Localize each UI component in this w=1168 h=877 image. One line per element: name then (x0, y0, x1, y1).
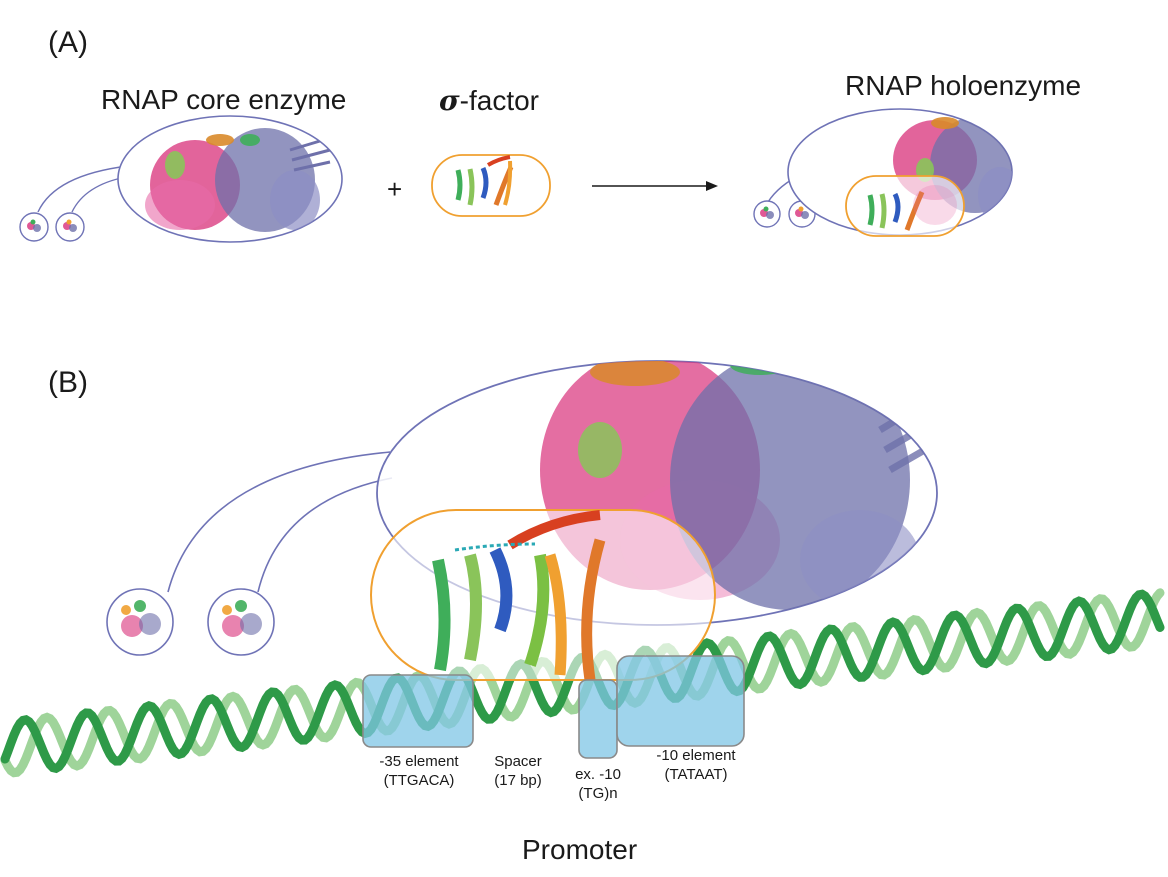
label-line: (TATAAT) (664, 766, 728, 783)
small-protein-circle (207, 588, 275, 656)
label-line: (17 bp) (494, 772, 542, 789)
holoenzyme-structure (787, 108, 1013, 237)
small-protein-circle (753, 200, 781, 228)
extended-minus10-label: ex. -10 (TG)n (565, 765, 631, 803)
tether-line (257, 477, 393, 593)
label-line: (TG)n (578, 785, 618, 802)
label-line: -10 element (656, 747, 736, 764)
label-line: ex. -10 (575, 766, 621, 783)
plus-sign: + (387, 174, 403, 204)
spacer-label: Spacer (17 bp) (480, 752, 556, 790)
tether-line (167, 451, 391, 593)
reaction-arrow (592, 181, 718, 191)
core-enzyme-title: RNAP core enzyme (101, 84, 347, 115)
minus35-element-box (362, 674, 474, 748)
sigma-factor-structure (431, 154, 551, 217)
small-protein-circle (55, 212, 85, 242)
minus10-element-box (616, 655, 745, 747)
label-line: Spacer (494, 753, 542, 770)
minus10-element-label: -10 element (TATAAT) (641, 746, 751, 784)
small-protein-circle (19, 212, 49, 242)
extended-minus10-box (578, 679, 618, 759)
label-line: -35 element (379, 753, 459, 770)
minus35-element-label: -35 element (TTGACA) (362, 752, 476, 790)
label-line: (TTGACA) (383, 772, 455, 789)
panel-a-label: (A) (48, 26, 88, 59)
tether-line (37, 165, 129, 213)
core-enzyme-structure (117, 115, 343, 243)
holoenzyme-title: RNAP holoenzyme (845, 70, 1082, 101)
small-protein-circle (106, 588, 174, 656)
sigma-symbol: σ (439, 84, 460, 117)
promoter-label: Promoter (522, 834, 638, 865)
sigma-factor-structure-large (370, 509, 716, 681)
sigma-suffix: -factor (459, 85, 540, 116)
panel-b-label: (B) (48, 366, 88, 399)
sigma-factor-title: σ-factor (439, 84, 539, 117)
